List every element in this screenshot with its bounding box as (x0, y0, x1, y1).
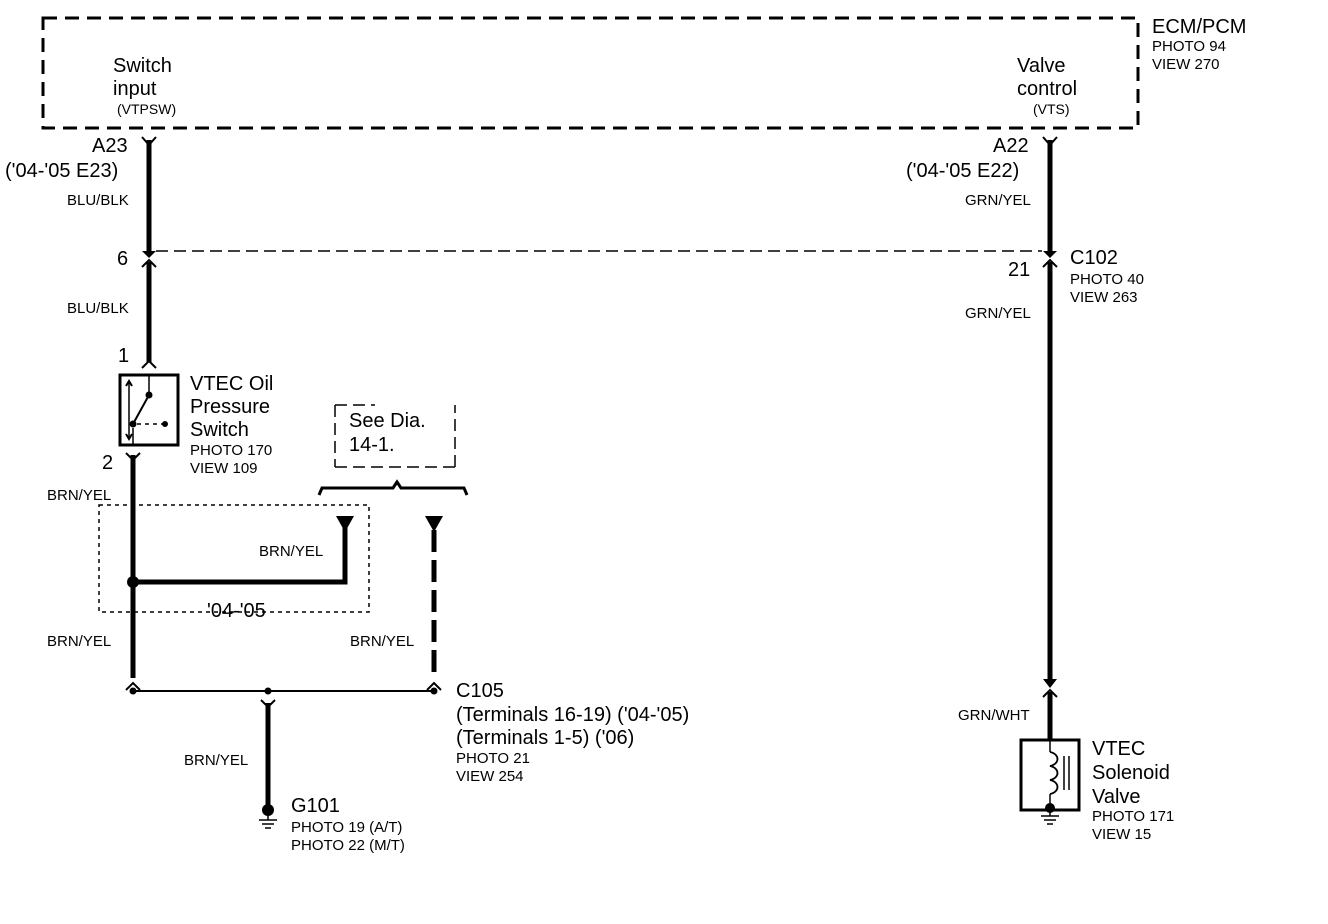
oil-switch-name-3: Switch (190, 419, 249, 441)
switch-actuator-point (162, 421, 168, 427)
see-dia-line-2: 14-1. (349, 434, 395, 456)
c102-pin-21: 21 (1008, 259, 1030, 281)
solenoid-connector-male (1043, 679, 1057, 688)
ecm-pcm-label: ECM/PCM (1152, 16, 1246, 38)
terminal-a22-alt: ('04-'05 E22) (906, 160, 1019, 182)
c102-pin-6-male (142, 251, 156, 258)
see-dia-bracket (317, 479, 469, 496)
g101-label: G101 (291, 795, 340, 817)
wire-label-brn-yel-splice: BRN/YEL (259, 543, 323, 560)
oil-switch-view: VIEW 109 (190, 460, 258, 477)
g101-photo-mt: PHOTO 22 (M/T) (291, 837, 405, 854)
c105-pin-left (125, 681, 141, 691)
branch-connector-arrow-2 (425, 516, 443, 532)
oil-switch-name-2: Pressure (190, 396, 270, 418)
solenoid-name-1: VTEC (1092, 738, 1145, 760)
year-variant-box (98, 504, 370, 613)
wire-label-brn-yel-mid: BRN/YEL (350, 633, 414, 650)
branch-connector-arrow-1 (336, 516, 354, 532)
wire-label-blu-blk-mid: BLU/BLK (67, 300, 129, 317)
switch-input-label-1: Switch (113, 55, 172, 77)
wire-label-brn-yel-ground: BRN/YEL (184, 752, 248, 769)
terminal-a22: A22 (993, 135, 1029, 157)
solenoid-coil (1049, 751, 1059, 795)
c102-pin-6-female (141, 258, 157, 268)
see-dia-box (334, 404, 456, 468)
c105-terminals-1: (Terminals 16-19) ('04-'05) (456, 704, 689, 726)
c102-label: C102 (1070, 247, 1118, 269)
c102-pin-21-female (1042, 258, 1058, 268)
c105-terminal-mid (264, 687, 272, 695)
c105-pin-right (426, 681, 442, 691)
ecm-pcm-box (41, 16, 1140, 130)
switch-pin-2: 2 (102, 452, 113, 474)
c102-pin-21-male (1043, 251, 1057, 258)
solenoid-ground-icon (1041, 812, 1059, 825)
switch-pivot (129, 420, 137, 428)
g101-photo-at: PHOTO 19 (A/T) (291, 819, 402, 836)
solenoid-connector-female (1042, 688, 1058, 698)
switch-input-code: (VTPSW) (117, 101, 176, 117)
ground-eyelet (262, 804, 274, 816)
wire-label-brn-yel-switch: BRN/YEL (47, 487, 111, 504)
solenoid-name-2: Solenoid (1092, 762, 1170, 784)
ecm-pcm-photo: PHOTO 94 (1152, 38, 1226, 55)
solenoid-ground-point (1045, 803, 1055, 813)
c105-terminal-left (129, 687, 137, 695)
c105-terminals-2: (Terminals 1-5) ('06) (456, 727, 634, 749)
ground-icon (259, 816, 277, 829)
terminal-a23: A23 (92, 135, 128, 157)
c105-label: C105 (456, 680, 504, 702)
solenoid-photo: PHOTO 171 (1092, 808, 1174, 825)
wire-label-brn-yel-left: BRN/YEL (47, 633, 111, 650)
c102-pin-6: 6 (117, 248, 128, 270)
c105-terminal-right (430, 687, 438, 695)
c102-photo: PHOTO 40 (1070, 271, 1144, 288)
ecm-pcm-view: VIEW 270 (1152, 56, 1220, 73)
switch-pin-1: 1 (118, 345, 129, 367)
valve-control-label-1: Valve (1017, 55, 1066, 77)
oil-switch-name-1: VTEC Oil (190, 373, 273, 395)
switch-arrow-down (125, 433, 133, 441)
valve-control-label-2: control (1017, 78, 1077, 100)
solenoid-name-3: Valve (1092, 786, 1141, 808)
wire-label-grn-yel-top: GRN/YEL (965, 192, 1031, 209)
valve-control-code: (VTS) (1033, 101, 1070, 117)
switch-pin-1-connector (141, 359, 157, 369)
switch-blade (132, 394, 150, 425)
wire-label-grn-wht: GRN/WHT (958, 707, 1030, 724)
terminal-a23-alt: ('04-'05 E23) (5, 160, 118, 182)
see-dia-line-1: See Dia. (349, 410, 426, 432)
oil-switch-photo: PHOTO 170 (190, 442, 272, 459)
solenoid-view: VIEW 15 (1092, 826, 1151, 843)
wire-label-blu-blk-top: BLU/BLK (67, 192, 129, 209)
c105-view: VIEW 254 (456, 768, 524, 785)
c105-photo: PHOTO 21 (456, 750, 530, 767)
c102-view: VIEW 263 (1070, 289, 1138, 306)
switch-input-label-2: input (113, 78, 157, 100)
wire-label-grn-yel-mid: GRN/YEL (965, 305, 1031, 322)
wire-brn-yel-splice (133, 524, 348, 585)
year-variant-label: '04-'05 (207, 600, 266, 622)
